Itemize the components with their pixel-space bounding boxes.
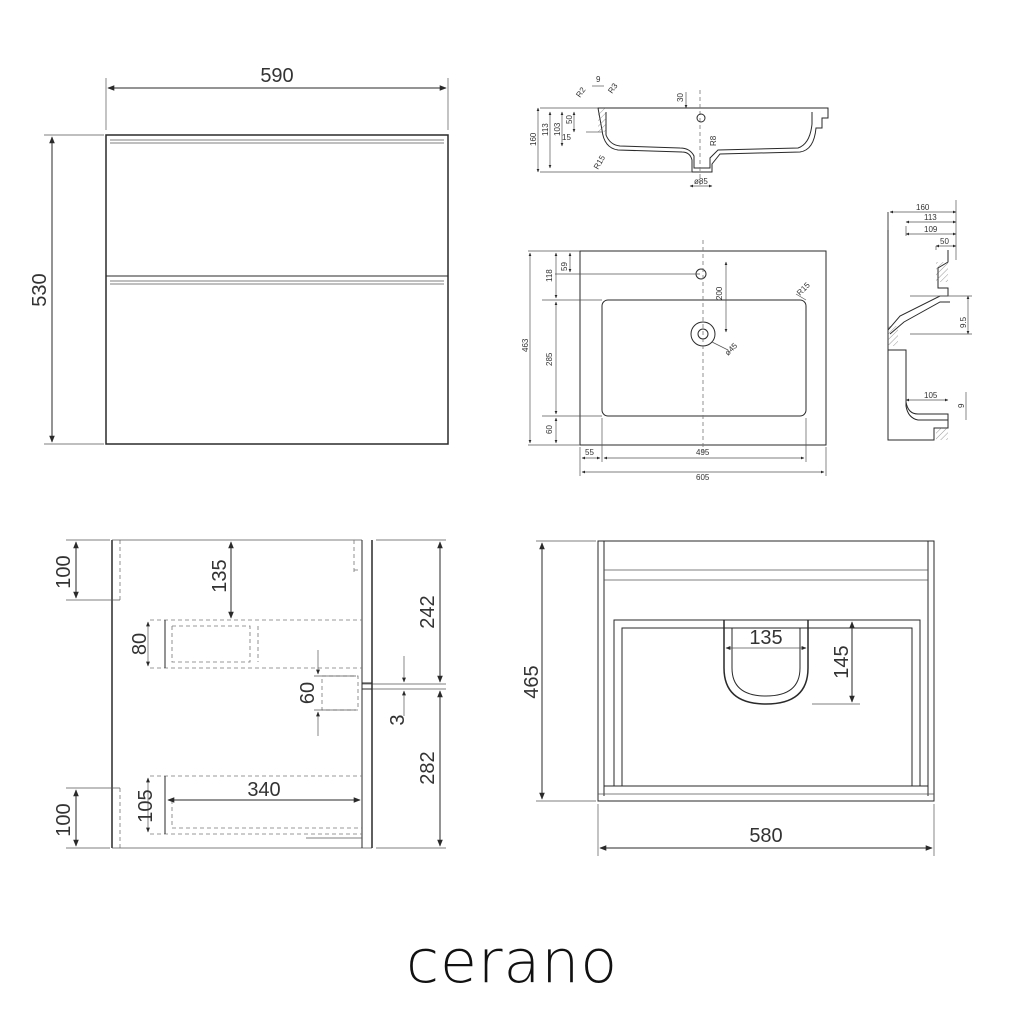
cabinet-top-outline (597, 540, 935, 802)
dimension-label: 200 (715, 286, 724, 300)
dimension-label: 340 (247, 779, 280, 801)
dimension-label: 3 (387, 714, 409, 725)
dimension-label: 160 (529, 132, 538, 146)
front-height-label: 530 (29, 273, 51, 306)
dimension-label: 118 (545, 269, 554, 282)
dimension-label: R2 (574, 85, 588, 99)
cabinet-top-view: 135 145 465 580 (521, 540, 935, 856)
drawer-upper (150, 619, 362, 669)
dimension-label: 495 (696, 448, 710, 457)
dimension-label: 463 (521, 338, 530, 352)
dimension-label: 242 (417, 595, 439, 628)
dimension-label: 135 (749, 627, 782, 649)
basin-bowl-outline (601, 299, 807, 417)
dimension-label: 113 (541, 123, 550, 136)
dimension-label: 282 (417, 751, 439, 784)
dimension-label: R3 (606, 81, 620, 95)
dimension-label: 80 (129, 633, 151, 655)
dimension-label: 109 (924, 225, 938, 234)
basin-side-section: 160 113 109 50 9.5 105 9 (887, 200, 972, 441)
dimension-label: 113 (924, 213, 937, 222)
dimension-label: 60 (545, 425, 554, 434)
dimension-label: R15 (795, 280, 812, 297)
dimension-label: 103 (553, 122, 562, 136)
dimension-label: 59 (560, 262, 569, 271)
cabinet-front-outline (105, 134, 449, 445)
dimension-label: 55 (585, 448, 594, 457)
front-view: 590 530 (29, 65, 449, 445)
dimension-label: 105 (924, 391, 938, 400)
dimension-label: 145 (831, 645, 853, 678)
dimension-label: 50 (940, 237, 949, 246)
dimension-label: 60 (297, 682, 319, 704)
dimension-label: R8 (709, 135, 718, 146)
dimension-label: 50 (565, 115, 574, 124)
siphon-cutout (723, 620, 809, 705)
dimension-label: 100 (53, 803, 75, 836)
dimension-label: 580 (749, 825, 782, 847)
drawer-lower (150, 775, 362, 835)
dimension-label: ø85 (694, 177, 708, 186)
basin-section-profile (597, 107, 829, 173)
dimension-label: R15 (592, 153, 607, 171)
dimension-label: 135 (209, 559, 231, 592)
dimension-label: 605 (696, 473, 710, 482)
dimension-label: 15 (562, 133, 571, 142)
dimension-label: 465 (521, 665, 543, 698)
dimension-label: 9 (596, 75, 601, 84)
dimension-label: 160 (916, 203, 930, 212)
brand-logo-text: cerano (406, 927, 618, 997)
basin-section-view: 9 R2 R3 30 160 113 103 50 15 R15 R8 ø85 (529, 75, 829, 188)
dimension-label: 100 (53, 555, 75, 588)
dimension-label: 30 (676, 93, 685, 102)
dimension-label: ø45 (723, 341, 740, 358)
cabinet-section-view: 60 242 282 3 135 80 105 340 100 (53, 539, 446, 849)
basin-top-view: 118 59 200 R15 463 285 ø45 60 55 495 605 (521, 240, 827, 482)
dimension-label: 105 (135, 789, 157, 822)
dimension-label: 285 (545, 352, 554, 366)
dimension-label: 9 (957, 403, 966, 408)
dimension-label: 9.5 (959, 316, 968, 328)
front-width-label: 590 (260, 65, 293, 87)
